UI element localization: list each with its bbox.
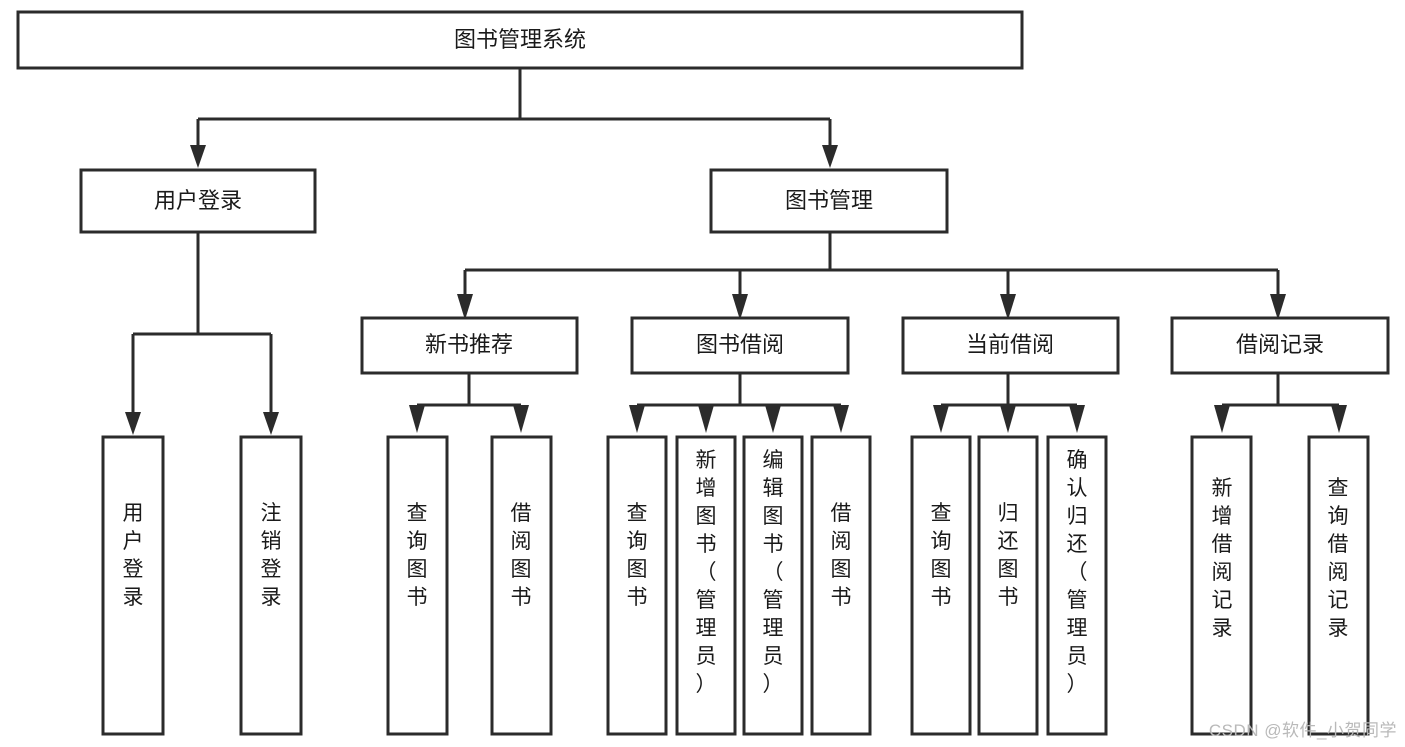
arrow-nbr-leaf-1: [409, 405, 425, 433]
node-leaf-confirm-return-label: 确认归还（管理员）: [1067, 449, 1088, 696]
connector-layer: [125, 68, 1347, 435]
node-leaf-edit-book-box[interactable]: [742, 435, 804, 736]
node-leaf-edit-book[interactable]: 编辑图书（管理员）: [742, 435, 804, 736]
node-leaf-borrow-book-1[interactable]: 借阅图书: [490, 435, 553, 736]
node-leaf-query-book-3[interactable]: 查询图书: [910, 435, 972, 736]
arrow-root-to-book-management: [822, 145, 838, 168]
node-leaf-query-book-2-label: 查询图书: [627, 502, 648, 609]
node-book-borrow-box[interactable]: [630, 316, 850, 375]
node-borrow-record-label: 借阅记录: [1236, 332, 1324, 357]
arrow-cb-leaf-3: [1069, 405, 1085, 433]
node-leaf-borrow-book-1-label: 借阅图书: [511, 502, 532, 609]
node-leaf-add-record-box[interactable]: [1190, 435, 1253, 736]
node-leaf-query-book-1[interactable]: 查询图书: [386, 435, 449, 736]
node-book-management-label: 图书管理: [785, 188, 873, 213]
arrow-br-leaf-2: [1331, 405, 1347, 433]
node-leaf-query-record-box[interactable]: [1307, 435, 1370, 736]
node-leaf-borrow-book-2[interactable]: 借阅图书: [810, 435, 872, 736]
arrow-bb-leaf-1: [629, 405, 645, 433]
node-leaf-query-book-3-label: 查询图书: [931, 502, 952, 609]
node-root-box[interactable]: [16, 10, 1024, 70]
node-leaf-borrow-book-2-box[interactable]: [810, 435, 872, 736]
arrow-bb-leaf-4: [833, 405, 849, 433]
node-leaf-query-book-1-box[interactable]: [386, 435, 449, 736]
arrow-bb-leaf-3: [765, 405, 781, 433]
arrow-cb-leaf-1: [933, 405, 949, 433]
arrow-cb-leaf-2: [1000, 405, 1016, 433]
node-leaf-user-logout-box[interactable]: [239, 435, 303, 736]
node-leaf-add-book[interactable]: 新增图书（管理员）: [675, 435, 737, 736]
node-root[interactable]: 图书管理系统: [16, 10, 1024, 70]
node-leaf-query-book-2[interactable]: 查询图书: [606, 435, 668, 736]
node-leaf-add-book-box[interactable]: [675, 435, 737, 736]
leaf-nodes: 用户登录 注销登录 查询图书 借阅图书 查询图书 新增图书（管理员） 编辑图书（…: [101, 435, 1370, 736]
arrow-user-login-leaf-2: [263, 412, 279, 435]
node-new-book-recommend-box[interactable]: [360, 316, 579, 375]
node-book-management-box[interactable]: [709, 168, 949, 234]
node-leaf-user-login-box[interactable]: [101, 435, 165, 736]
node-book-management[interactable]: 图书管理: [709, 168, 949, 234]
node-current-borrow-label: 当前借阅: [966, 332, 1054, 357]
node-leaf-borrow-book-1-box[interactable]: [490, 435, 553, 736]
arrow-bb-leaf-2: [698, 405, 714, 433]
node-leaf-add-record-label: 新增借阅记录: [1212, 477, 1233, 640]
arrow-bm-to-borrow-record: [1270, 294, 1286, 320]
node-leaf-user-login[interactable]: 用户登录: [101, 435, 165, 736]
node-leaf-borrow-book-2-label: 借阅图书: [831, 502, 852, 609]
node-new-book-recommend[interactable]: 新书推荐: [360, 316, 579, 375]
node-leaf-user-logout-label: 注销登录: [261, 502, 282, 609]
node-leaf-query-record-label: 查询借阅记录: [1328, 477, 1349, 640]
node-user-login-label: 用户登录: [154, 188, 242, 213]
node-leaf-return-book-box[interactable]: [977, 435, 1039, 736]
node-book-borrow-label: 图书借阅: [696, 332, 784, 357]
node-root-label: 图书管理系统: [454, 27, 586, 52]
arrow-user-login-leaf-1: [125, 412, 141, 435]
node-leaf-query-book-3-box[interactable]: [910, 435, 972, 736]
csdn-watermark: CSDN @软件_小贺同学: [1208, 721, 1397, 740]
node-borrow-record[interactable]: 借阅记录: [1170, 316, 1390, 375]
node-borrow-record-box[interactable]: [1170, 316, 1390, 375]
node-leaf-user-logout[interactable]: 注销登录: [239, 435, 303, 736]
node-leaf-add-book-label: 新增图书（管理员）: [696, 449, 717, 696]
node-leaf-query-book-2-box[interactable]: [606, 435, 668, 736]
node-leaf-confirm-return[interactable]: 确认归还（管理员）: [1046, 435, 1108, 736]
node-leaf-return-book-label: 归还图书: [998, 502, 1019, 609]
node-user-login-box[interactable]: [79, 168, 317, 234]
node-leaf-query-book-1-label: 查询图书: [407, 502, 428, 609]
node-leaf-add-record[interactable]: 新增借阅记录: [1190, 435, 1253, 736]
node-user-login[interactable]: 用户登录: [79, 168, 317, 234]
node-leaf-return-book[interactable]: 归还图书: [977, 435, 1039, 736]
node-leaf-user-login-label: 用户登录: [123, 502, 144, 609]
node-current-borrow[interactable]: 当前借阅: [901, 316, 1120, 375]
node-leaf-confirm-return-box[interactable]: [1046, 435, 1108, 736]
arrow-nbr-leaf-2: [513, 405, 529, 433]
node-current-borrow-box[interactable]: [901, 316, 1120, 375]
arrow-bm-to-book-borrow: [732, 294, 748, 320]
arrow-bm-to-current-borrow: [1000, 294, 1016, 320]
arrow-bm-to-new-book-recommend: [457, 294, 473, 320]
node-new-book-recommend-label: 新书推荐: [425, 332, 513, 357]
node-book-borrow[interactable]: 图书借阅: [630, 316, 850, 375]
node-leaf-edit-book-label: 编辑图书（管理员）: [763, 449, 784, 696]
arrow-root-to-user-login: [190, 145, 206, 168]
node-leaf-query-record[interactable]: 查询借阅记录: [1307, 435, 1370, 736]
arrow-br-leaf-1: [1214, 405, 1230, 433]
